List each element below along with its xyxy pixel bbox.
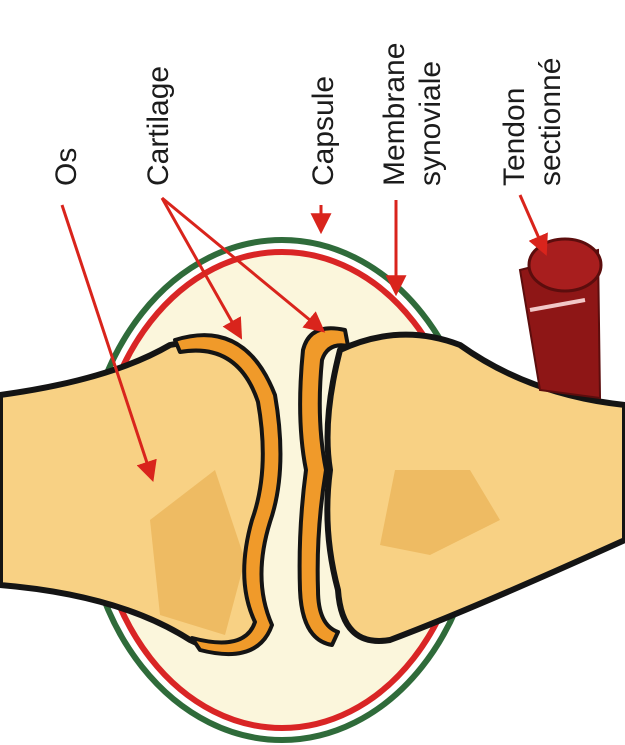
label-os: Os (50, 148, 83, 186)
label-capsule: Capsule (307, 76, 340, 186)
label-membrane-line1: Membrane (378, 43, 411, 186)
tendon-arrow (520, 195, 545, 252)
label-membrane-line2: synoviale (414, 61, 447, 186)
label-cartilage: Cartilage (142, 66, 175, 186)
label-tendon-line1: Tendon (498, 88, 531, 186)
label-tendon-line2: sectionné (534, 58, 567, 186)
tendon-cut-end (529, 239, 601, 291)
